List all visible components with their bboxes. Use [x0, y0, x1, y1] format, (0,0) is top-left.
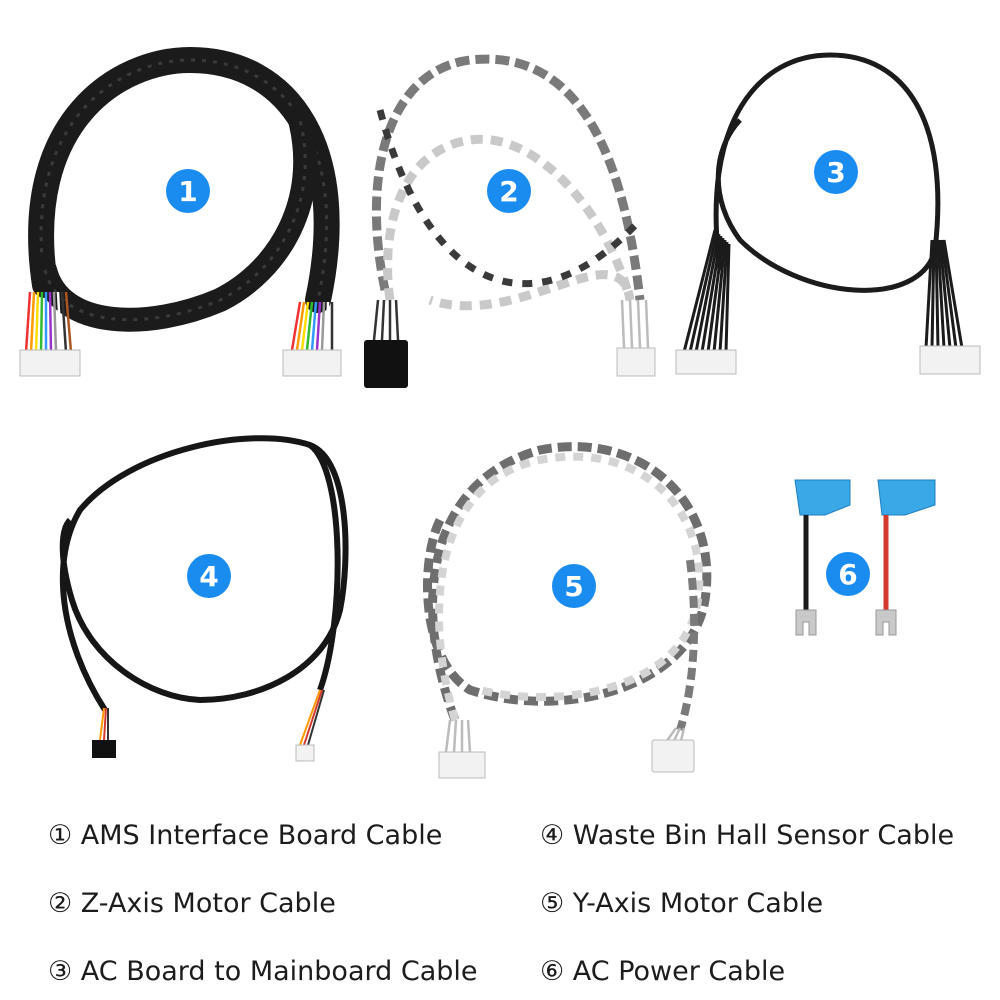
cable-4-left-wires — [99, 707, 109, 741]
cable-6-right-fork-lug — [875, 609, 897, 636]
cable-2-z-axis-motor-cable — [364, 54, 656, 388]
cable-6-ac-power-cable — [794, 479, 936, 636]
cable-4-right-wires — [299, 689, 325, 746]
cable-1-left-connector — [19, 349, 81, 377]
cable-2-left-connector — [364, 340, 408, 388]
legend-item-4: ④ Waste Bin Hall Sensor Cable — [540, 820, 955, 851]
cable-4-left-connector — [92, 740, 116, 758]
cable-5-right-connector — [651, 739, 695, 773]
badge-6: 6 — [826, 552, 870, 596]
cable-6-left-fork-lug — [795, 609, 817, 636]
badge-2: 2 — [487, 169, 531, 213]
cable-1-right-connector — [282, 349, 342, 377]
cable-3-ac-board-to-mainboard-cable — [675, 52, 981, 375]
badge-1: 1 — [166, 169, 210, 213]
cable-3-left-wires — [682, 229, 731, 353]
cable-4-right-connector — [295, 744, 315, 762]
cable-2-right-connector — [616, 347, 656, 377]
cable-5-left-connector — [438, 751, 486, 779]
cable-6-right-terminal — [877, 479, 936, 516]
cable-1-left-wires — [24, 291, 73, 353]
legend-item-6: ⑥ AC Power Cable — [540, 956, 786, 987]
cable-6-left-terminal — [794, 479, 851, 516]
cable-3-right-connector — [919, 345, 981, 375]
badge-5: 5 — [552, 564, 596, 608]
cable-3-left-connector — [675, 349, 737, 375]
legend-item-1: ① AMS Interface Board Cable — [48, 820, 443, 851]
cable-1-right-wires — [290, 301, 334, 351]
legend-item-3: ③ AC Board to Mainboard Cable — [48, 956, 478, 987]
legend-item-5: ⑤ Y-Axis Motor Cable — [540, 888, 824, 919]
legend-item-2: ② Z-Axis Motor Cable — [48, 888, 336, 919]
cable-5-y-axis-motor-cable — [423, 442, 712, 779]
cable-4-waste-bin-hall-sensor-cable — [59, 435, 349, 762]
cable-3-right-wires — [924, 239, 964, 349]
cable-5-left-wires — [444, 719, 472, 753]
cable-2-right-wires — [620, 299, 650, 349]
cable-2-left-wires — [372, 299, 400, 341]
badge-4: 4 — [187, 554, 231, 598]
cable-1-ams-interface-board-cable — [19, 46, 342, 377]
badge-3: 3 — [814, 150, 858, 194]
